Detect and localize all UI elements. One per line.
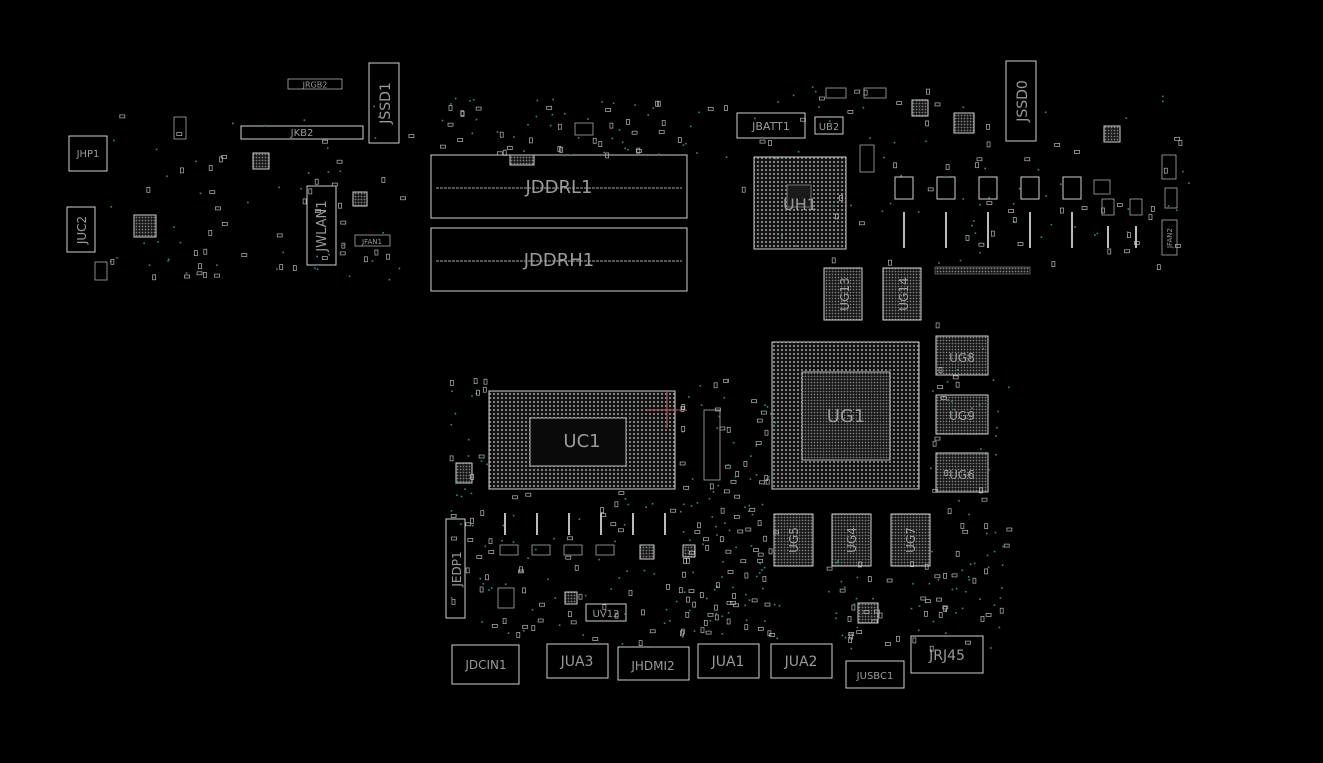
label-uv12: UV12 xyxy=(593,609,620,620)
chip-ug7[interactable]: UG7 xyxy=(890,513,931,567)
chip-small xyxy=(352,191,368,207)
label-ug14: UG14 xyxy=(897,277,911,310)
label-jhp1: JHP1 xyxy=(76,149,100,160)
chip-column xyxy=(703,409,721,481)
connector-jedp1[interactable]: JEDP1 xyxy=(445,518,466,619)
connector-jssd0[interactable]: JSSD0 xyxy=(1005,60,1037,142)
chip-ug1[interactable]: UG1 xyxy=(771,341,920,490)
label-ug5: UG5 xyxy=(787,527,801,553)
connector-jua3[interactable]: JUA3 xyxy=(546,643,609,679)
label-jbatt1: JBATT1 xyxy=(751,120,790,133)
label-jusbc1: JUSBC1 xyxy=(856,671,894,682)
chip-small xyxy=(1103,125,1121,143)
connector-jwlan1[interactable]: JWLAN1 xyxy=(306,185,337,266)
connector-jfan2[interactable]: JFAN2 xyxy=(1161,219,1178,256)
connector-jbatt1[interactable]: JBATT1 xyxy=(736,112,806,139)
connector-jkb2[interactable]: JKB2 xyxy=(240,125,364,140)
connector-jusbc1[interactable]: JUSBC1 xyxy=(845,660,905,689)
connector-jua2[interactable]: JUA2 xyxy=(770,643,833,679)
label-jfan2: JFAN2 xyxy=(1166,228,1174,249)
label-jua3: JUA3 xyxy=(560,654,594,670)
chip-small xyxy=(173,116,187,140)
label-ug7: UG7 xyxy=(904,527,918,553)
connector-jua1[interactable]: JUA1 xyxy=(697,643,760,679)
label-jrj45: JRJ45 xyxy=(928,648,965,664)
chip-ug6[interactable]: UG6 xyxy=(935,452,989,493)
chip-small xyxy=(94,261,108,281)
label-jssd0: JSSD0 xyxy=(1015,80,1031,123)
label-uc1: UC1 xyxy=(563,431,600,452)
label-jddrl1: JDDRL1 xyxy=(524,177,592,198)
label-jdcin1: JDCIN1 xyxy=(464,658,506,672)
label-juc2: JUC2 xyxy=(75,216,89,245)
connector-small xyxy=(1161,154,1177,180)
chip-uv12[interactable]: UV12 xyxy=(585,603,627,622)
connector-jssd1[interactable]: JSSD1 xyxy=(368,62,400,144)
label-jua1: JUA1 xyxy=(711,654,745,670)
chip-ug9[interactable]: UG9 xyxy=(935,394,989,435)
label-uh1: UH1 xyxy=(783,195,817,214)
connector-jrgb2[interactable]: JRGB2 xyxy=(287,78,343,90)
chip-audio-codec xyxy=(133,214,157,238)
connector-jrj45[interactable]: JRJ45 xyxy=(910,635,984,674)
chip-ug4[interactable]: UG4 xyxy=(831,513,872,567)
label-jkb2: JKB2 xyxy=(290,128,314,139)
connector-jdcin1[interactable]: JDCIN1 xyxy=(451,644,520,685)
chip-small xyxy=(859,144,875,173)
label-jhdmi2: JHDMI2 xyxy=(630,659,674,673)
label-jwlan1: JWLAN1 xyxy=(315,200,330,252)
label-jfan1: JFAN1 xyxy=(361,238,382,246)
label-jssd1: JSSD1 xyxy=(378,82,394,125)
chip-ug13[interactable]: UG13 xyxy=(823,267,863,321)
chip-small xyxy=(252,152,270,170)
chip-ug14[interactable]: UG14 xyxy=(882,267,922,321)
label-jddrh1: JDDRH1 xyxy=(523,250,595,271)
label-jrgb2: JRGB2 xyxy=(302,81,328,90)
connector-jfan1[interactable]: JFAN1 xyxy=(354,234,391,247)
label-ug13: UG13 xyxy=(838,277,852,310)
connector-small xyxy=(1164,187,1178,209)
chip-uh1[interactable]: UH1 xyxy=(753,156,847,250)
chip-small xyxy=(497,587,515,609)
memory-slot-jddrl1[interactable]: JDDRL1 xyxy=(430,154,688,219)
label-ug1: UG1 xyxy=(827,406,866,427)
chip-small xyxy=(509,154,535,166)
label-jua2: JUA2 xyxy=(784,654,818,670)
label-ug4: UG4 xyxy=(845,527,859,553)
chip-small xyxy=(455,462,473,484)
chip-small xyxy=(911,99,929,117)
connector-jhp1[interactable]: JHP1 xyxy=(68,135,108,172)
memory-slot-jddrh1[interactable]: JDDRH1 xyxy=(430,227,688,292)
connector-jhdmi2[interactable]: JHDMI2 xyxy=(617,646,690,681)
connector-juc2[interactable]: JUC2 xyxy=(66,206,96,253)
label-ug9: UG9 xyxy=(949,409,975,423)
chip-small xyxy=(574,122,594,136)
chip-ub2[interactable]: UB2 xyxy=(814,116,844,135)
chip-small xyxy=(564,591,578,605)
chip-small xyxy=(825,87,847,99)
label-jedp1: JEDP1 xyxy=(450,551,464,587)
pin-row xyxy=(934,266,1031,275)
passive-components xyxy=(110,86,1190,652)
chip-ug8[interactable]: UG8 xyxy=(935,335,989,376)
inductor-row xyxy=(499,513,696,560)
label-ug6: UG6 xyxy=(949,468,975,482)
label-ub2: UB2 xyxy=(819,122,840,133)
chip-small xyxy=(953,112,975,134)
chip-uc1[interactable]: UC1 xyxy=(488,390,676,490)
chip-ug5[interactable]: UG5 xyxy=(773,513,814,567)
label-ug8: UG8 xyxy=(949,351,975,365)
